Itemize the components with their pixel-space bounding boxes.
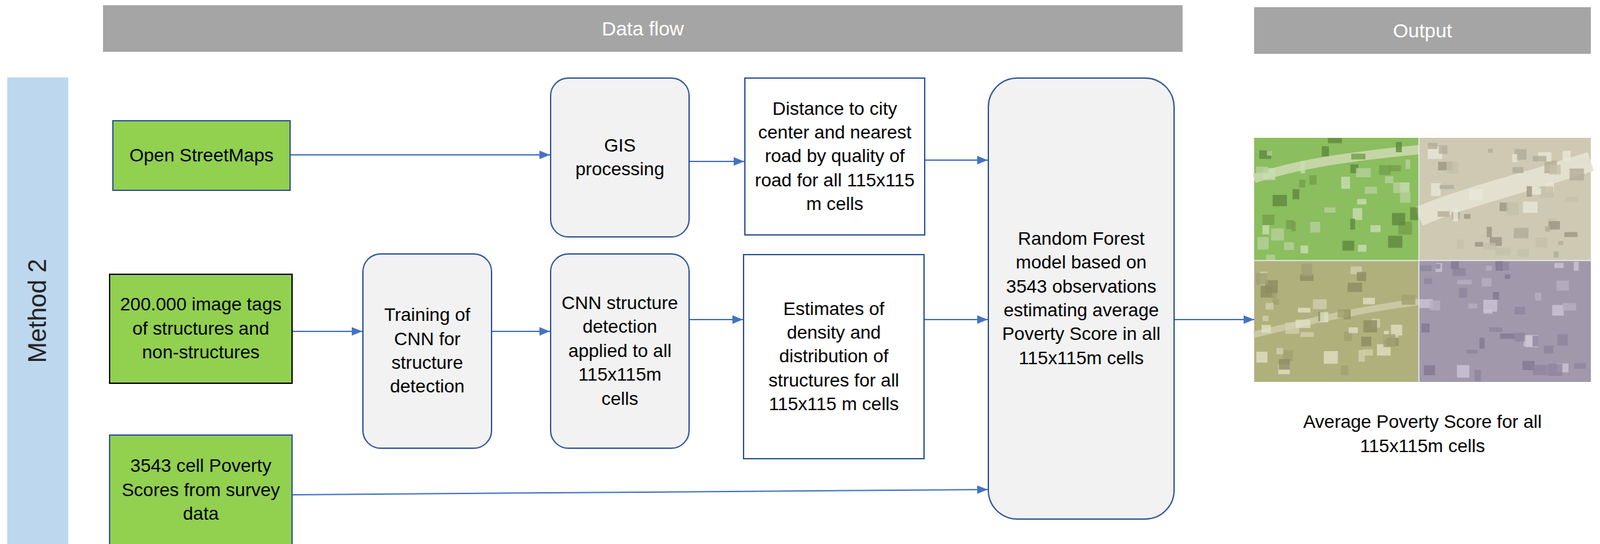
section-header: Data flow — [103, 5, 1183, 52]
input-box: 200.000 image tags of structures and non… — [108, 273, 293, 384]
flow-arrow — [290, 154, 550, 156]
tint — [1254, 137, 1419, 261]
image-tile — [1254, 137, 1419, 261]
data-box: Distance to city center and nearest road… — [744, 77, 926, 236]
box-text: 3543 cell Poverty Scores from survey dat… — [118, 454, 284, 526]
box-text: Output — [1392, 17, 1452, 44]
image-tile — [1254, 260, 1419, 382]
flow-arrow — [689, 318, 743, 321]
box-text: CNN structure detection applied to all 1… — [559, 291, 681, 411]
flow-arrow — [492, 330, 550, 333]
flow-arrow — [292, 330, 363, 333]
section-header: Output — [1254, 7, 1591, 54]
flow-arrow — [925, 159, 988, 161]
image-tile — [1418, 137, 1591, 261]
box-text: Training of CNN for structure detection — [371, 303, 484, 400]
box-text: Distance to city center and nearest road… — [753, 97, 917, 217]
tint — [1254, 260, 1419, 382]
model-box: Random Forest model based on 3543 observ… — [987, 77, 1175, 520]
flow-arrow — [292, 489, 988, 495]
input-box: Open StreetMaps — [112, 120, 291, 191]
output-caption: Average Poverty Score for all 115x115m c… — [1262, 410, 1583, 459]
satellite-image — [1254, 137, 1591, 382]
band-label: Method 2 — [21, 258, 54, 363]
box-text: 200.000 image tags of structures and non… — [118, 292, 284, 365]
box-text: Random Forest model based on 3543 observ… — [996, 227, 1166, 371]
method-band: Method 2 — [7, 77, 69, 544]
tile-divider — [1254, 259, 1591, 262]
output-map: Average Poverty Score for all 115x115m c… — [1254, 137, 1591, 466]
tile-divider — [1418, 137, 1420, 382]
image-tile — [1418, 260, 1591, 382]
process-box: Training of CNN for structure detection — [362, 253, 493, 449]
flow-arrow — [924, 318, 988, 321]
box-text: Estimates of density and distribution of… — [752, 297, 916, 417]
data-box: Estimates of density and distribution of… — [742, 253, 925, 460]
process-box: GIS processing — [549, 77, 690, 238]
box-text: Data flow — [601, 15, 684, 42]
flow-arrow — [689, 160, 745, 163]
process-box: CNN structure detection applied to all 1… — [549, 253, 690, 449]
box-text: Open StreetMaps — [129, 143, 274, 168]
tint — [1418, 260, 1591, 382]
input-box: 3543 cell Poverty Scores from survey dat… — [108, 434, 293, 544]
box-text: GIS processing — [559, 133, 681, 182]
flow-arrow — [1174, 318, 1255, 321]
tint — [1418, 137, 1591, 261]
